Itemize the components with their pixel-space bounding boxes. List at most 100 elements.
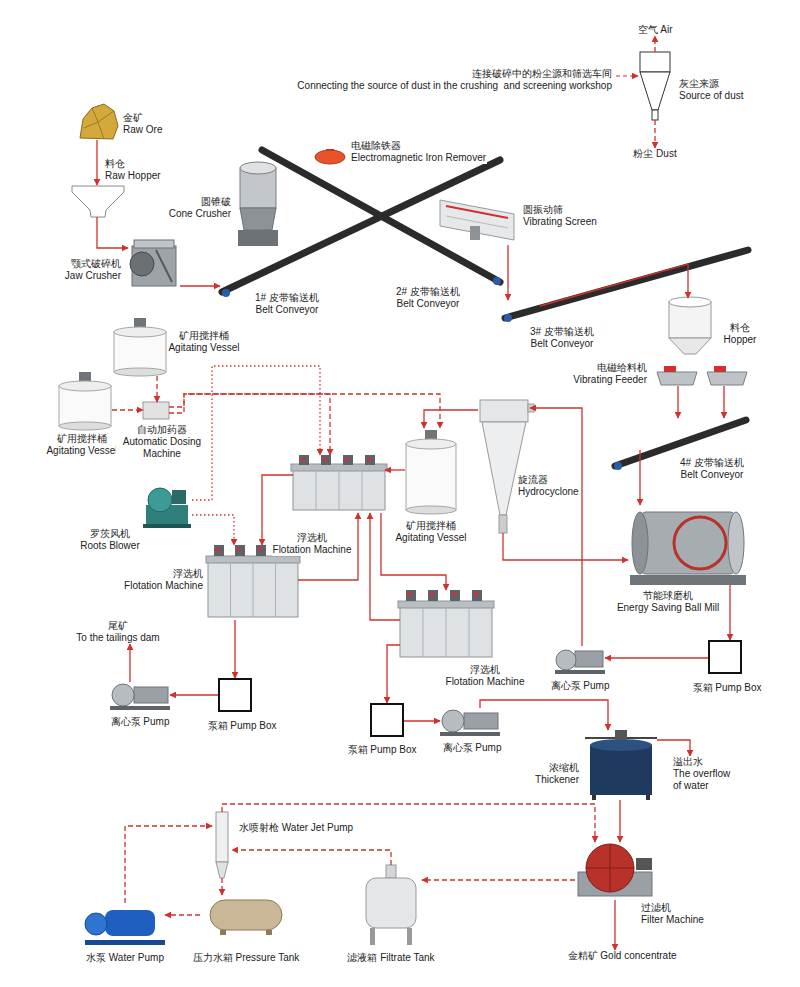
node-label: To the tailings dam [76, 632, 159, 644]
node-label: 矿用搅拌桶 [46, 433, 117, 445]
flow-arrow [723, 386, 724, 418]
node-label: Jaw Crusher [65, 270, 121, 282]
node-label: 2# 皮带输送机 [396, 286, 460, 298]
equipment-node: 浮选机Flotation Machine [293, 455, 385, 513]
hydrocyclone [480, 400, 534, 533]
flow-arrow [192, 366, 320, 500]
note-text: 连接破碎中的粉尘源和筛选车间 [472, 68, 612, 80]
flow-arrow [387, 645, 400, 703]
label-block: 料仓Raw Hopper [104, 158, 162, 182]
equipment-node: 金矿Raw Ore [78, 105, 118, 140]
node-label: 泵箱 Pump Box [348, 744, 417, 756]
pump-box: 泵箱 Pump Box [218, 678, 252, 712]
thickener [585, 730, 657, 800]
flow-terminal: 粉尘 Dust [632, 148, 677, 160]
flow-arrow [540, 264, 688, 306]
node-label: 浮选机 [273, 532, 352, 544]
ore-hopper [669, 297, 711, 354]
node-label: 颚式破碎机 [65, 258, 121, 270]
node-label: 电磁除铁器 [351, 140, 486, 152]
flow-arrow [192, 515, 234, 545]
pump-box: 泵箱 Pump Box [708, 640, 742, 674]
flow-arrow [170, 694, 218, 695]
filter-machine [578, 844, 652, 896]
equipment-node: 4# 皮带输送机Belt Conveyor [628, 418, 746, 450]
flow-terminal: 金精矿 Gold concentrate [567, 950, 678, 962]
flow-arrow [232, 850, 391, 865]
node-label: 空气 Air [638, 24, 673, 36]
equipment-node: 离心泵 Pump [440, 708, 500, 736]
label-block: 圆振动筛Vibrating Screen [522, 204, 598, 228]
agitating-vessels [59, 318, 456, 514]
node-label: 水喷射枪 Water Jet Pump [239, 822, 353, 834]
node-label: Belt Conveyor [530, 338, 594, 350]
node-label: Agitating Vessel [46, 445, 117, 457]
node-label: 浓缩机 [535, 762, 579, 774]
flow-arrow [97, 217, 128, 248]
equipment-node: 料仓Hopper [668, 298, 712, 356]
node-label: 泵箱 Pump Box [208, 720, 277, 732]
label-block: 离心泵 Pump [442, 742, 503, 754]
flow-arrow [234, 620, 235, 678]
pressure-tank [210, 900, 282, 935]
flow-arrow [614, 900, 615, 950]
equipment-node: 节能球磨机Energy Saving Ball Mill [628, 505, 748, 585]
node-label: Energy Saving Ball Mill [617, 602, 719, 614]
node-label: Source of dust [679, 90, 743, 102]
equipment-node: 矿用搅拌桶Agitating Vessel [58, 372, 112, 430]
label-block: 料仓Hopper [723, 322, 758, 346]
node-label: 罗茨风机 [80, 528, 139, 540]
equipment-node: 旋流器Hydrocyclone [478, 398, 530, 533]
flow-arrow [619, 800, 620, 842]
label-block: 自动加药器Automatic Dosing Machine [116, 424, 208, 460]
label-block: 离心泵 Pump [550, 680, 611, 692]
jaw-crusher [130, 240, 176, 286]
node-label: 灰尘来源 [679, 78, 743, 90]
node-label: 溢出水 [673, 756, 735, 768]
label-block: 节能球磨机Energy Saving Ball Mill [616, 590, 720, 614]
equipment-node: 浮选机Flotation Machine [208, 545, 298, 620]
node-label: 4# 皮带输送机 [680, 457, 744, 469]
node-label: Agitating Vessel [168, 342, 239, 354]
equipment-node: 过滤机Filter Machine [575, 842, 655, 900]
node-label: Filter Machine [641, 914, 704, 926]
node-label: 金精矿 Gold concentrate [568, 950, 677, 962]
node-label: 浮选机 [446, 664, 525, 676]
flotation-machines [206, 455, 494, 657]
node-label: 矿用搅拌桶 [168, 330, 239, 342]
node-label: Flotation Machine [124, 580, 203, 592]
flow-arrow [480, 700, 608, 730]
node-label: 圆振动筛 [523, 204, 597, 216]
label-block: 泵箱 Pump Box [347, 744, 418, 756]
node-label: Electromagnetic Iron Remover [351, 152, 486, 164]
equipment-node: 浓缩机Thickener [585, 730, 657, 800]
gold-ore [80, 104, 118, 139]
vibrating-screen [440, 200, 514, 240]
flow-arrow [125, 826, 212, 903]
equipment-node: 滤液箱 Filtrate Tank [360, 865, 422, 945]
flow-arrow [507, 245, 508, 300]
flow-terminal: 尾矿To the tailings dam [75, 620, 160, 644]
label-block: 过滤机Filter Machine [640, 902, 705, 926]
equipment-node: 压力水箱 Pressure Tank [200, 895, 292, 935]
label-block: 离心泵 Pump [110, 716, 171, 728]
electromagnetic-iron-remover [315, 149, 345, 164]
flow-arrow [654, 36, 655, 52]
node-label: 泵箱 Pump Box [693, 682, 762, 694]
flow-arrow [657, 740, 690, 756]
node-label: 旋流器 [518, 474, 579, 486]
node-label: Roots Blower [80, 540, 139, 552]
label-block: 4# 皮带输送机Belt Conveyor [679, 457, 745, 481]
node-label: 矿用搅拌桶 [395, 520, 466, 532]
equipment-node: 颚式破碎机Jaw Crusher [128, 238, 180, 290]
node-label: Automatic Dosing Machine [117, 436, 207, 460]
flow-arrow [165, 914, 200, 915]
flow-arrow [424, 410, 478, 428]
equipment-node: 2# 皮带输送机Belt Conveyor [456, 256, 502, 284]
label-block: 浮选机Flotation Machine [123, 568, 204, 592]
equipment-node: 3# 皮带输送机Belt Conveyor [496, 300, 540, 324]
dust-cyclone [616, 52, 670, 120]
node-label: 料仓 [724, 322, 757, 334]
